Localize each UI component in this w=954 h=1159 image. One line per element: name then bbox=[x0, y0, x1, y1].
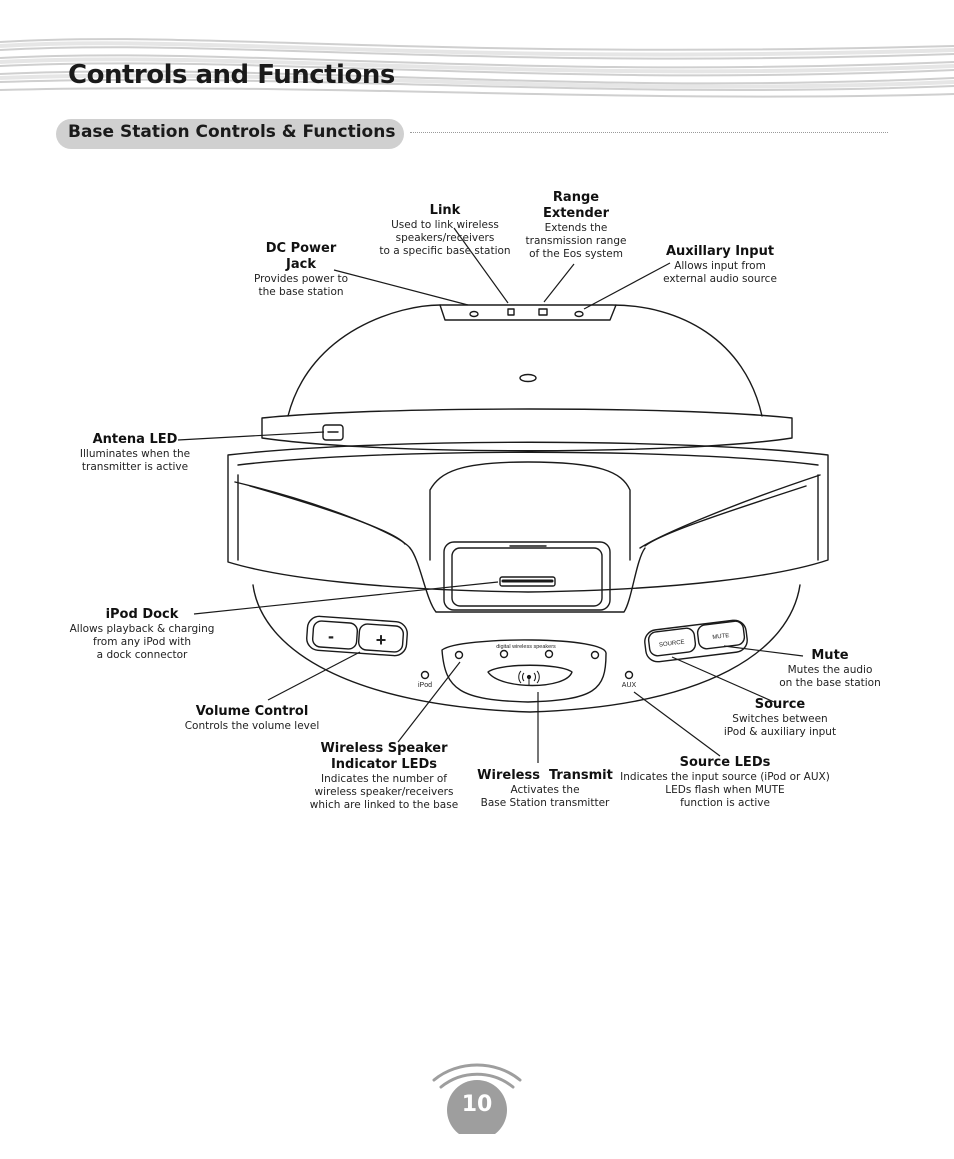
leader-link bbox=[453, 227, 509, 304]
header-swoosh-graphic bbox=[0, 38, 954, 98]
callout-mute: Mute Mutes the audio on the base station bbox=[768, 648, 892, 690]
volume-buttons-housing bbox=[306, 615, 408, 657]
leader-range bbox=[543, 263, 575, 303]
panel-brand-label: digital wireless speakers bbox=[496, 644, 556, 650]
leader-volume bbox=[267, 651, 361, 701]
section-header-pill bbox=[56, 119, 404, 149]
leader-source-leds bbox=[633, 691, 721, 757]
callout-title: DC Power Jack bbox=[265, 241, 337, 272]
leader-source bbox=[671, 656, 775, 703]
callout-title: Auxillary Input bbox=[665, 244, 775, 259]
callout-title: Wireless Transmit bbox=[477, 768, 613, 783]
lower-bowl-outline bbox=[252, 584, 801, 713]
dome-outline bbox=[287, 304, 763, 417]
aux-led-label: AUX bbox=[622, 682, 637, 689]
callout-title: Range Extender bbox=[542, 190, 610, 221]
section-title: Base Station Controls & Functions bbox=[68, 122, 396, 142]
callout-title: Wireless Speaker Indicator LEDs bbox=[320, 741, 448, 772]
callout-title: Volume Control bbox=[195, 704, 309, 719]
center-control-panel bbox=[441, 639, 607, 703]
base-station-illustration: - + SOURCE MUTE digital wireless speaker… bbox=[177, 227, 829, 763]
callout-title: iPod Dock bbox=[105, 607, 179, 622]
callout-desc: Extends the transmission range of the Eo… bbox=[525, 222, 627, 260]
callout-wireless-transmit: Wireless Transmit Activates the Base Sta… bbox=[470, 768, 620, 810]
leader-antena bbox=[177, 431, 325, 441]
callout-source: Source Switches between iPod & auxiliary… bbox=[714, 697, 846, 739]
callout-source-leds: Source LEDs Indicates the input source (… bbox=[614, 755, 836, 810]
ipod-led-label: iPod bbox=[418, 682, 432, 689]
callout-range-extender: Range Extender Extends the transmission … bbox=[517, 190, 635, 261]
callout-title: Source bbox=[754, 697, 806, 712]
callout-desc: Controls the volume level bbox=[184, 720, 320, 732]
source-mute-housing bbox=[644, 619, 748, 663]
callout-desc: Allows playback & charging from any iPod… bbox=[69, 623, 215, 661]
callout-auxiliary-input: Auxillary Input Allows input from extern… bbox=[652, 244, 788, 286]
minus-glyph: - bbox=[328, 626, 334, 646]
leader-dc-power bbox=[333, 269, 469, 306]
leader-mute bbox=[723, 645, 804, 657]
callout-desc: Switches between iPod & auxiliary input bbox=[723, 713, 837, 738]
callout-desc: Indicates the input source (iPod or AUX)… bbox=[620, 771, 830, 809]
callout-desc: Allows input from external audio source bbox=[663, 260, 777, 285]
source-button-label: SOURCE bbox=[659, 639, 685, 648]
callout-link: Link Used to link wireless speakers/rece… bbox=[370, 203, 520, 258]
callout-desc: Illuminates when the transmitter is acti… bbox=[79, 448, 191, 473]
callout-desc: Mutes the audio on the base station bbox=[779, 664, 881, 689]
mute-button-label: MUTE bbox=[712, 633, 730, 641]
leader-speaker-leds bbox=[397, 661, 461, 743]
page-title: Controls and Functions bbox=[68, 60, 395, 90]
callout-title: Link bbox=[429, 203, 461, 218]
callout-title: Mute bbox=[811, 648, 849, 663]
callout-ipod-dock: iPod Dock Allows playback & charging fro… bbox=[62, 607, 222, 662]
leader-ipod-dock bbox=[193, 581, 499, 615]
callout-desc: Indicates the number of wireless speaker… bbox=[309, 773, 459, 811]
callout-desc: Activates the Base Station transmitter bbox=[480, 784, 610, 809]
callout-dc-power-jack: DC Power Jack Provides power to the base… bbox=[246, 241, 356, 299]
callout-desc: Provides power to the base station bbox=[253, 273, 349, 298]
callout-volume-control: Volume Control Controls the volume level bbox=[176, 704, 328, 733]
page-number: 10 bbox=[461, 1092, 493, 1117]
callout-wireless-speaker-leds: Wireless Speaker Indicator LEDs Indicate… bbox=[300, 741, 468, 812]
callout-desc: Used to link wireless speakers/receivers… bbox=[379, 219, 511, 257]
body-outline bbox=[227, 441, 829, 593]
leader-aux bbox=[583, 262, 671, 310]
callout-title: Antena LED bbox=[92, 432, 178, 447]
section-divider bbox=[410, 132, 888, 133]
page-number-badge bbox=[432, 1063, 522, 1134]
plus-glyph: + bbox=[376, 630, 387, 650]
callout-antena-led: Antena LED Illuminates when the transmit… bbox=[70, 432, 200, 474]
callout-title: Source LEDs bbox=[679, 755, 771, 770]
